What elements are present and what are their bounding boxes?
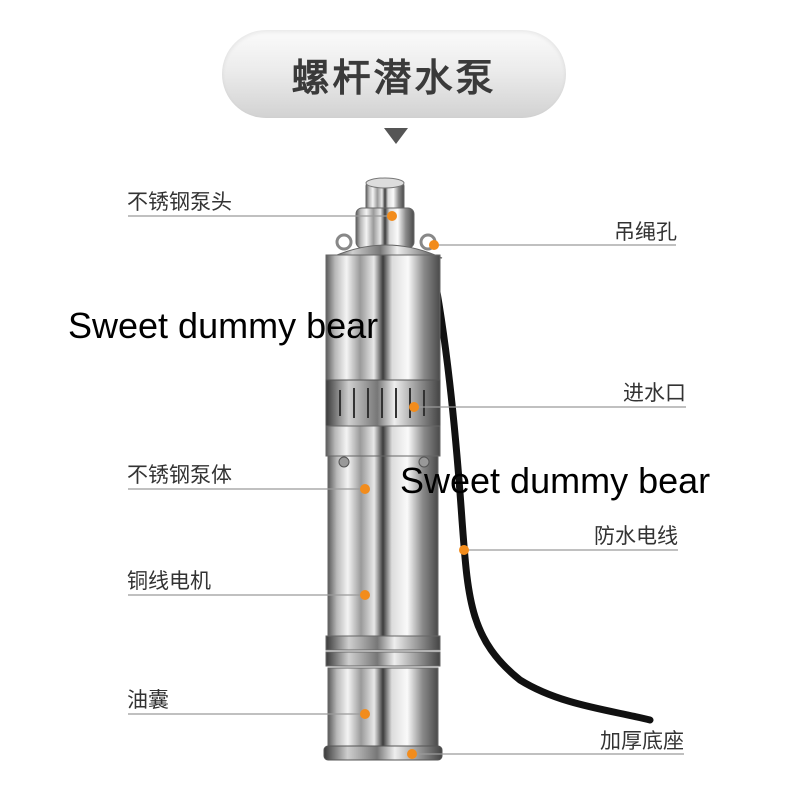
callout-dot [409, 402, 419, 412]
pump-body [327, 455, 439, 637]
callout-dot [459, 545, 469, 555]
cable-shape [428, 261, 654, 724]
pump-head [355, 207, 415, 249]
product-title: 螺杆潜水泵 [291, 55, 497, 100]
watermark-text: Sweet dummy bear [400, 460, 711, 501]
label-stainless-pump-head: 不锈钢泵头 [127, 190, 232, 214]
callout-dot [360, 590, 370, 600]
label-copper-motor: 铜线电机 [127, 569, 211, 593]
watermark-text: Sweet dummy bear [68, 305, 379, 346]
oil-bladder-section [327, 667, 439, 749]
upper-body [325, 254, 441, 381]
label-waterproof-cable: 防水电线 [594, 524, 678, 548]
label-stainless-pump-body: 不锈钢泵体 [127, 463, 232, 487]
down-arrow-icon [384, 128, 408, 144]
callout-dot [407, 749, 417, 759]
title-banner: 螺杆潜水泵 [222, 30, 566, 118]
label-water-inlet: 进水口 [623, 381, 686, 405]
label-lifting-hole: 吊绳孔 [614, 220, 677, 244]
callout-dot [429, 240, 439, 250]
callout-dot [387, 211, 397, 221]
callout-dot [360, 484, 370, 494]
label-thickened-base: 加厚底座 [600, 729, 684, 753]
pump-base [323, 745, 443, 761]
callout-dot [360, 709, 370, 719]
label-oil-bladder: 油囊 [127, 688, 169, 712]
